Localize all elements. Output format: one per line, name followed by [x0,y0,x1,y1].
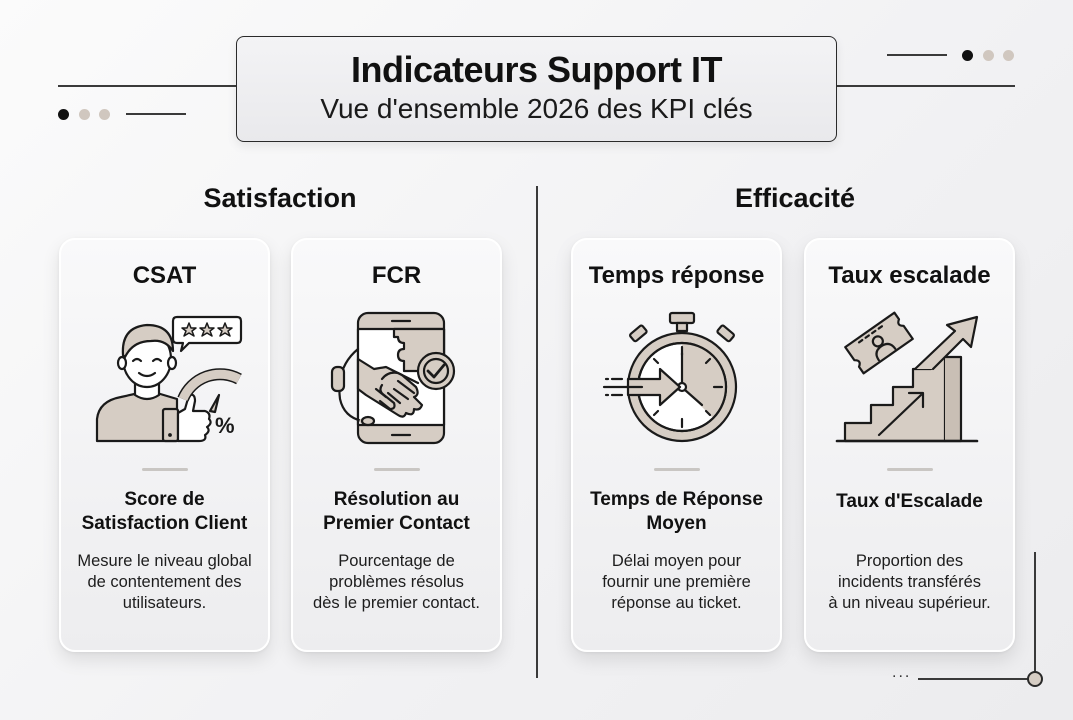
kpi-name: Taux d'Escalade [812,490,1007,514]
card-separator [373,468,420,471]
section-divider [536,186,538,678]
decor-dot-light [983,50,994,61]
decor-dot-dark [58,109,69,120]
section-title-satisfaction: Satisfaction [203,183,357,213]
stopwatch-speed-arrow-icon [602,311,737,442]
kpi-card-taux-escalade: Taux escalade [804,238,1015,652]
kpi-description: Proportion des incidents transférés à un… [812,551,1007,614]
kpi-desc-line: Proportion des [855,552,964,570]
card-separator [653,468,700,471]
kpi-desc-line: incidents transférés [837,573,982,591]
kpi-card-temps-reponse: Temps réponse [571,238,782,652]
kpi-desc-line: problèmes résolus [329,573,464,591]
kpi-abbr: Temps réponse [588,262,765,289]
kpi-name-line: Score de [124,489,205,510]
kpi-desc-line: de contentement des [87,573,242,591]
page-subtitle: Vue d'ensemble 2026 des KPI clés [320,93,753,124]
decor-connector-horizontal [918,678,1032,680]
decor-connector-vertical [1034,552,1036,676]
kpi-desc-line: à un niveau supérieur. [828,594,991,612]
kpi-name-line: Résolution au [333,489,460,510]
decor-dot-dark [962,50,973,61]
decor-dot-light [79,109,90,120]
kpi-description: Délai moyen pour fournir une première ré… [579,551,774,614]
decor-dot-light [1003,50,1014,61]
kpi-desc-line: dès le premier contact. [313,594,480,612]
card-separator [886,468,933,471]
kpi-description: Pourcentage de problèmes résolus dès le … [299,551,494,614]
decor-line-right-top [836,85,1015,87]
decor-line-right-short [887,54,947,56]
decor-ellipsis: ... [892,664,912,681]
kpi-name: Score de Satisfaction Client [67,488,262,536]
kpi-abbr: Taux escalade [828,262,991,289]
kpi-desc-line: Mesure le niveau global [77,552,252,570]
kpi-name-line: Taux d'Escalade [836,491,983,512]
kpi-desc-line: Délai moyen pour [611,552,742,570]
handshake-phone-headset-check-icon [330,311,455,444]
kpi-name: Résolution au Premier Contact [299,488,494,536]
kpi-name-line: Moyen [646,513,707,534]
kpi-abbr: FCR [371,262,422,289]
kpi-name-line: Premier Contact [323,513,470,534]
satisfied-user-thumbs-up-gauge-icon: % [95,315,242,442]
svg-text:%: % [215,413,235,438]
header-banner: Indicateurs Support IT Vue d'ensemble 20… [236,36,837,142]
kpi-abbr: CSAT [132,262,197,289]
kpi-name-line: Temps de Réponse [590,489,763,510]
decor-line-left-short [126,113,186,115]
kpi-desc-line: fournir une première [602,573,751,591]
section-title-efficacite: Efficacité [734,183,856,213]
kpi-desc-line: réponse au ticket. [611,594,742,612]
decor-connector-node [1027,671,1043,687]
card-separator [141,468,188,471]
kpi-desc-line: Pourcentage de [338,552,455,570]
kpi-name: Temps de Réponse Moyen [579,488,774,536]
decor-dot-light [99,109,110,120]
kpi-name-line: Satisfaction Client [81,513,248,534]
kpi-desc-line: utilisateurs. [122,594,207,612]
decor-line-left-top [58,85,238,87]
kpi-description: Mesure le niveau global de contentement … [67,551,262,614]
kpi-card-fcr: FCR [291,238,502,652]
ticket-stairs-arrow-up-icon [835,311,978,442]
kpi-card-csat: CSAT [59,238,270,652]
page-title: Indicateurs Support IT [350,49,723,90]
